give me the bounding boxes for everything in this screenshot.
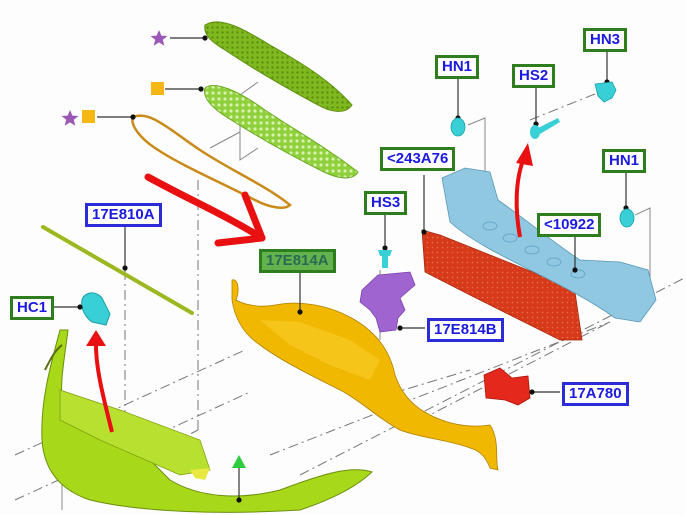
bumper-reinforcement [441,167,657,323]
callout-hn1-right[interactable]: HN1 [602,149,647,173]
callout-17a780[interactable]: 17A780 [562,382,629,406]
screw-hs3 [378,250,392,268]
star-marker-upper [150,30,168,46]
callout-hc1[interactable]: HC1 [10,296,55,320]
callout-10922[interactable]: <10922 [537,213,602,237]
screw-hs2 [530,118,560,139]
square-marker-lower [151,82,164,95]
star-marker-surround [61,110,79,126]
upper-grille [204,21,353,112]
square-marker-surround [82,110,95,123]
callout-hn1-top[interactable]: HN1 [435,55,480,79]
grille-surround [131,114,292,209]
energy-absorber [421,229,583,341]
callout-17e810a[interactable]: 17E810A [85,203,162,227]
bracket [359,271,416,333]
nut-hn1-top [450,117,466,137]
triangle-marker [232,455,246,468]
sensor-bracket [483,367,531,406]
callout-243a76[interactable]: <243A76 [380,147,456,171]
nut-hn1-right [619,208,635,228]
marker-leaders [97,37,205,118]
callout-hs3[interactable]: HS3 [364,191,408,215]
callout-hs2[interactable]: HS2 [512,64,556,88]
bumper-cover [41,329,374,513]
lower-grille [203,84,359,179]
nut-hn3 [594,81,617,103]
annotation-arrow-main [144,173,266,247]
callout-17e814b[interactable]: 17E814B [427,318,504,342]
callout-17e814a[interactable]: 17E814A [259,249,336,273]
clip-hc1 [81,292,111,326]
annotation-arrow-hc1 [86,330,114,433]
trim-strip [41,225,194,315]
air-deflector [231,279,499,471]
callout-hn3[interactable]: HN3 [583,28,628,52]
annotation-arrow-hs2 [514,143,533,238]
